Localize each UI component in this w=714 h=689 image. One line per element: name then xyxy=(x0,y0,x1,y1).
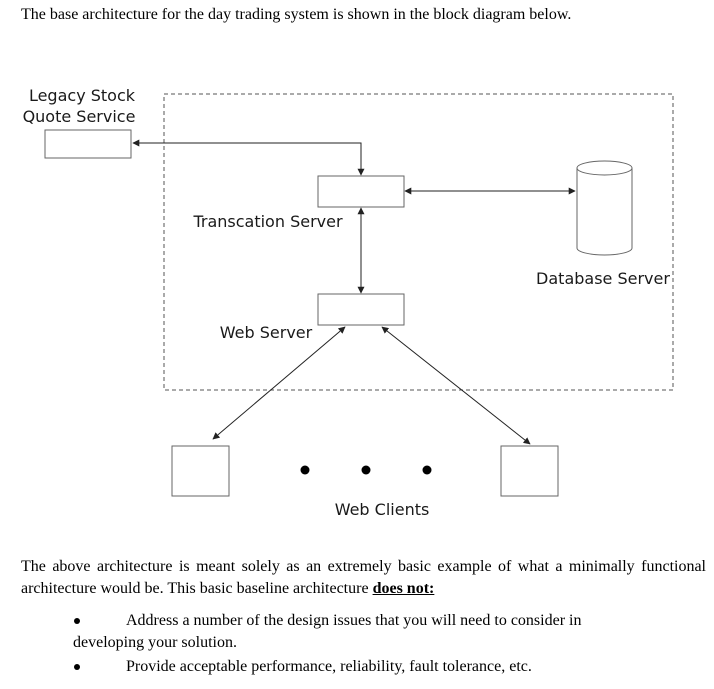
web-server-label: Web Server xyxy=(220,323,313,342)
bullet-text: Provide acceptable performance, reliabil… xyxy=(126,658,532,675)
web-client-box-right xyxy=(500,445,559,497)
bullet-dot-icon xyxy=(74,664,80,670)
legacy-service-box xyxy=(44,129,132,159)
ellipsis-dot xyxy=(422,465,432,475)
web-server-to-client-right-connector xyxy=(381,326,531,445)
architecture-diagram: Legacy Stock Quote Service Transcation S… xyxy=(23,86,674,519)
bullet-dot-icon xyxy=(74,618,80,624)
database-server-cylinder xyxy=(576,160,633,256)
body-paragraph: The above architecture is meant solely a… xyxy=(21,556,706,600)
ellipsis-dot xyxy=(300,465,310,475)
ellipsis-dot xyxy=(361,465,371,475)
bullet-item: Address a number of the design issues th… xyxy=(0,610,714,654)
transaction-server-label: Transcation Server xyxy=(192,212,343,231)
bullet-list: Address a number of the design issues th… xyxy=(0,610,714,680)
web-clients-label: Web Clients xyxy=(335,500,430,519)
legacy-to-transaction-connector xyxy=(132,139,365,176)
body-paragraph-emphasis: does not: xyxy=(372,580,435,597)
database-server-label: Database Server xyxy=(536,269,670,288)
web-server-to-client-left-connector xyxy=(212,326,346,440)
bullet-text: Address a number of the design issues th… xyxy=(73,612,582,651)
transaction-server-box xyxy=(317,175,405,208)
web-client-box-left xyxy=(171,445,230,497)
legacy-service-label-line1: Legacy Stock xyxy=(29,86,136,105)
bullet-item: Provide acceptable performance, reliabil… xyxy=(0,656,714,678)
intro-text: The base architecture for the day tradin… xyxy=(21,6,572,23)
body-paragraph-text: The above architecture is meant solely a… xyxy=(21,558,706,597)
legacy-service-label-line2: Quote Service xyxy=(23,107,136,126)
web-server-box xyxy=(317,293,405,326)
